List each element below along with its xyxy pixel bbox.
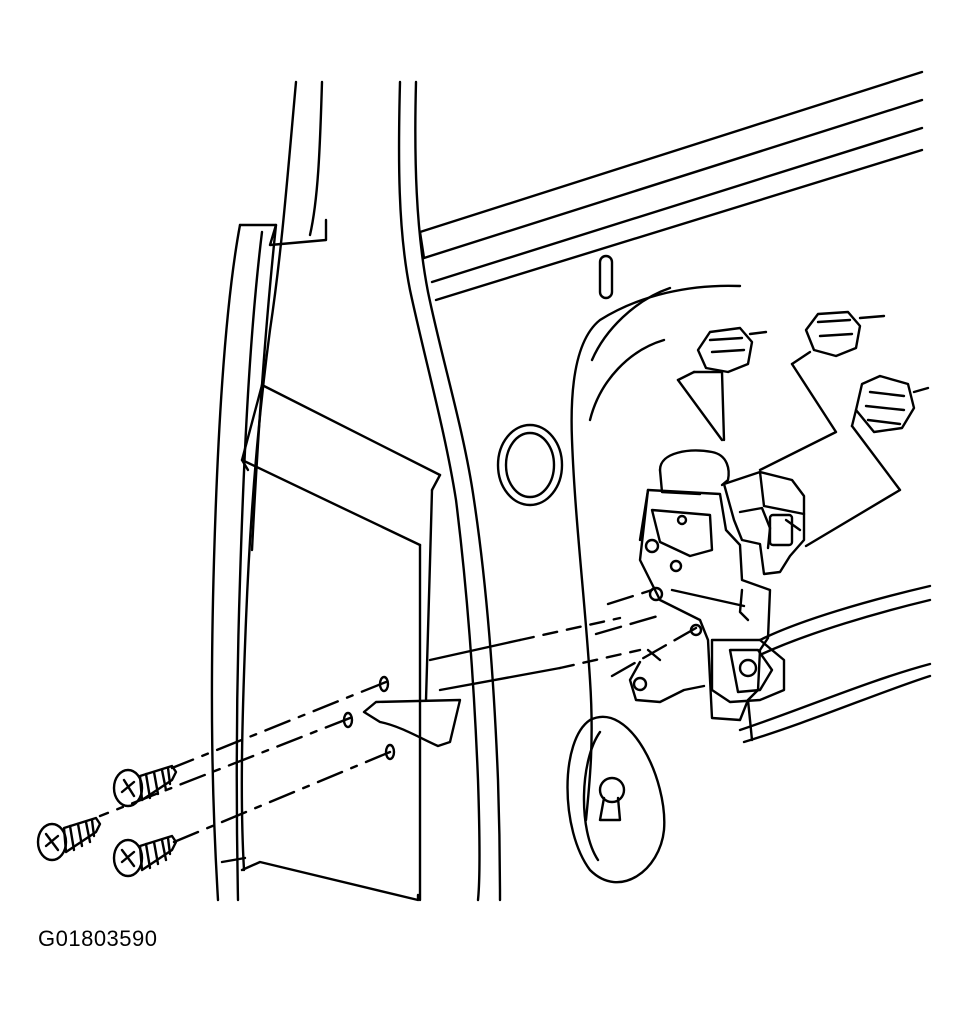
door-pillar xyxy=(212,82,418,900)
figure-id-label: G01803590 xyxy=(38,926,158,951)
lock-screw-lower xyxy=(114,836,176,876)
lock-screw-upper xyxy=(114,766,176,806)
electrical-connector-3 xyxy=(806,376,928,546)
access-hole xyxy=(568,717,665,882)
electrical-connector-2 xyxy=(760,312,884,470)
door-inner-edge xyxy=(572,286,740,820)
electrical-connector-1 xyxy=(678,328,766,440)
lock-rod xyxy=(740,586,930,742)
lock-screw-middle xyxy=(38,818,100,860)
door-panel xyxy=(242,72,922,900)
door-lock-actuator xyxy=(630,451,804,720)
